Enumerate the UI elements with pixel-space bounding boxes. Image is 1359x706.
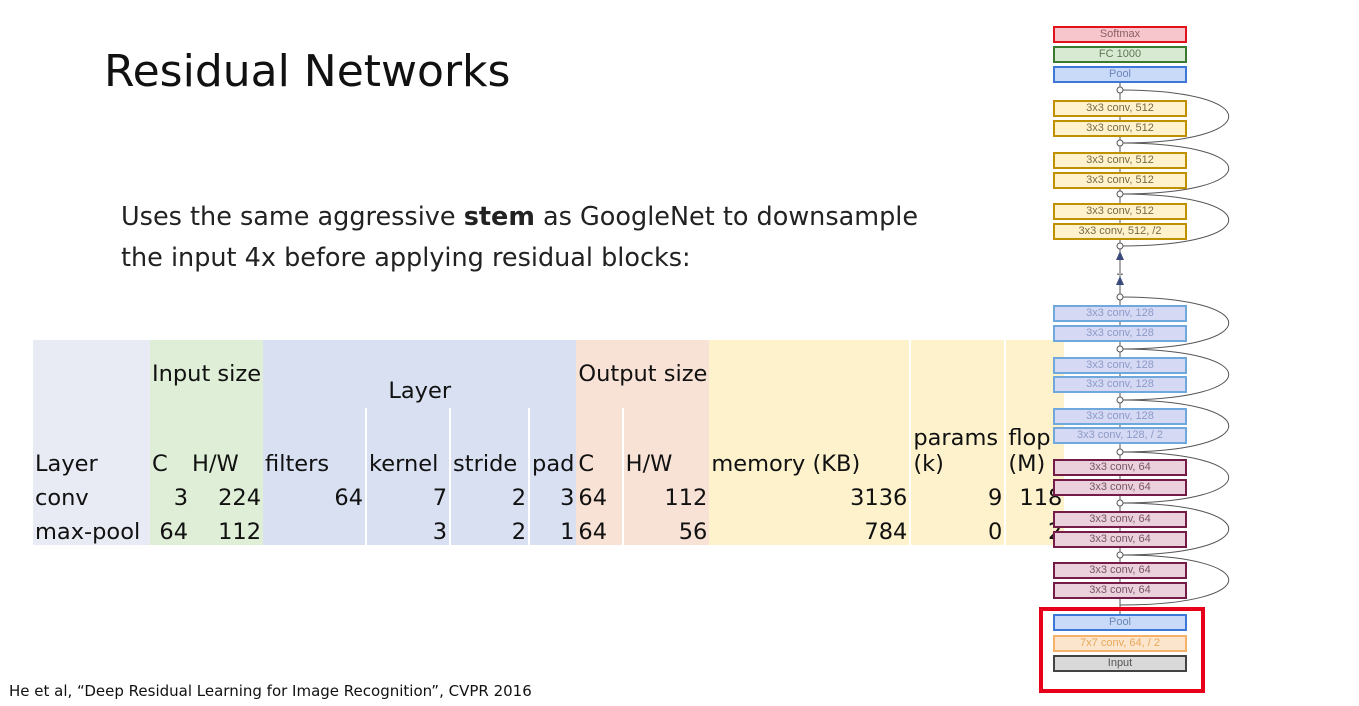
header-cell: H/W xyxy=(621,408,710,477)
table-cell: 112 xyxy=(190,511,264,545)
slide-title: Residual Networks xyxy=(104,46,511,97)
table-cell: 64 xyxy=(576,511,623,545)
block-conv-128: 3x3 conv, 128 xyxy=(1053,325,1187,342)
resnet-architecture-diagram: .. Softmax FC 1000 Pool 3x3 conv, 512 3x… xyxy=(1030,20,1250,693)
table-cell: 2 xyxy=(449,511,530,545)
block-conv-512-stride2: 3x3 conv, 512, /2 xyxy=(1053,223,1187,240)
group-header-output-size: Output size xyxy=(576,340,710,408)
block-softmax: Softmax xyxy=(1053,26,1187,43)
header-cell: Layer xyxy=(33,408,150,477)
table-cell: conv xyxy=(33,477,150,511)
table-cell: max-pool xyxy=(33,511,150,545)
table-cell: 2 xyxy=(449,477,530,511)
block-conv-512: 3x3 conv, 512 xyxy=(1053,172,1187,189)
block-conv-64: 3x3 conv, 64 xyxy=(1053,562,1187,579)
slide-subtitle: Uses the same aggressive stem as GoogleN… xyxy=(121,197,961,279)
block-conv-128: 3x3 conv, 128 xyxy=(1053,376,1187,393)
block-conv-64: 3x3 conv, 64 xyxy=(1053,511,1187,528)
table-row: max-pool 64 112 3 2 1 64 56 784 0 2 xyxy=(33,511,1065,545)
stem-table: Input size Layer Output size Layer C H/W… xyxy=(33,340,1065,545)
subtitle-bold-stem: stem xyxy=(463,202,535,232)
table-cell: 64 xyxy=(576,477,623,511)
citation: He et al, “Deep Residual Learning for Im… xyxy=(9,682,532,700)
header-cell: C xyxy=(576,408,623,477)
subtitle-text-pre: Uses the same aggressive xyxy=(121,202,464,232)
header-cell: pad xyxy=(528,408,577,477)
skip-arc xyxy=(1119,296,1229,350)
block-conv-64: 3x3 conv, 64 xyxy=(1053,459,1187,476)
block-conv-128: 3x3 conv, 128 xyxy=(1053,408,1187,425)
block-conv-64: 3x3 conv, 64 xyxy=(1053,582,1187,599)
skip-connections: .. xyxy=(1116,80,1229,620)
block-conv-64: 3x3 conv, 64 xyxy=(1053,531,1187,548)
table-group-header-row: Input size Layer Output size xyxy=(33,340,1065,408)
block-conv-128-stride2: 3x3 conv, 128, / 2 xyxy=(1053,427,1187,444)
table-cell: 64 xyxy=(150,511,191,545)
block-input: Input xyxy=(1053,655,1187,672)
subtitle-text-post: as GoogleNet to downsample the input 4x … xyxy=(121,202,919,273)
table-cell: 3 xyxy=(365,511,451,545)
group-cell-empty xyxy=(709,340,911,408)
block-conv-64: 3x3 conv, 64 xyxy=(1053,479,1187,496)
skip-arc xyxy=(1119,502,1229,556)
header-cell: memory (KB) xyxy=(709,408,911,477)
skip-arc xyxy=(1119,399,1229,453)
group-header-layer: Layer xyxy=(263,340,577,408)
table-cell: 7 xyxy=(365,477,451,511)
header-cell: stride xyxy=(449,408,530,477)
table-cell: 0 xyxy=(909,511,1006,545)
block-pool: Pool xyxy=(1053,614,1187,631)
table-cell: 64 xyxy=(263,477,367,511)
table-row: conv 3 224 64 7 2 3 64 112 3136 9 118 xyxy=(33,477,1065,511)
ellipsis-text: .. xyxy=(1116,264,1124,278)
skip-arc xyxy=(1119,193,1229,247)
skip-arc xyxy=(1119,554,1229,606)
skip-arc xyxy=(1119,348,1229,401)
header-cell: H/W xyxy=(190,408,264,477)
table-header-row: Layer C H/W filters kernel stride pad C … xyxy=(33,408,1065,477)
header-cell: C xyxy=(150,408,191,477)
table-cell: 112 xyxy=(621,477,710,511)
block-pool: Pool xyxy=(1053,66,1187,83)
table-cell: 1 xyxy=(528,511,577,545)
arrow-up-icon xyxy=(1116,276,1124,285)
header-cell: params (k) xyxy=(909,408,1006,477)
group-cell-empty xyxy=(33,340,150,408)
header-cell: filters xyxy=(263,408,367,477)
block-conv-512: 3x3 conv, 512 xyxy=(1053,100,1187,117)
block-conv-128: 3x3 conv, 128 xyxy=(1053,305,1187,322)
skip-arc xyxy=(1119,142,1229,195)
table-cell: 3 xyxy=(150,477,191,511)
table-cell xyxy=(263,511,367,545)
block-conv-7x7: 7x7 conv, 64, / 2 xyxy=(1053,635,1187,652)
header-cell: kernel xyxy=(365,408,451,477)
skip-arc xyxy=(1119,451,1229,504)
table-cell: 3 xyxy=(528,477,577,511)
table-cell: 56 xyxy=(621,511,710,545)
block-conv-128: 3x3 conv, 128 xyxy=(1053,357,1187,374)
stem-highlight-box xyxy=(1039,607,1205,693)
group-header-input-size: Input size xyxy=(150,340,264,408)
table-cell: 9 xyxy=(909,477,1006,511)
table-cell: 784 xyxy=(709,511,911,545)
arrow-up-icon xyxy=(1116,251,1124,260)
group-cell-empty xyxy=(1004,340,1065,408)
table-cell: 3136 xyxy=(709,477,911,511)
skip-arc xyxy=(1119,89,1229,144)
group-cell-empty xyxy=(909,340,1006,408)
block-conv-512: 3x3 conv, 512 xyxy=(1053,152,1187,169)
block-conv-512: 3x3 conv, 512 xyxy=(1053,120,1187,137)
block-fc-1000: FC 1000 xyxy=(1053,46,1187,63)
block-conv-512: 3x3 conv, 512 xyxy=(1053,203,1187,220)
table-cell: 224 xyxy=(190,477,264,511)
